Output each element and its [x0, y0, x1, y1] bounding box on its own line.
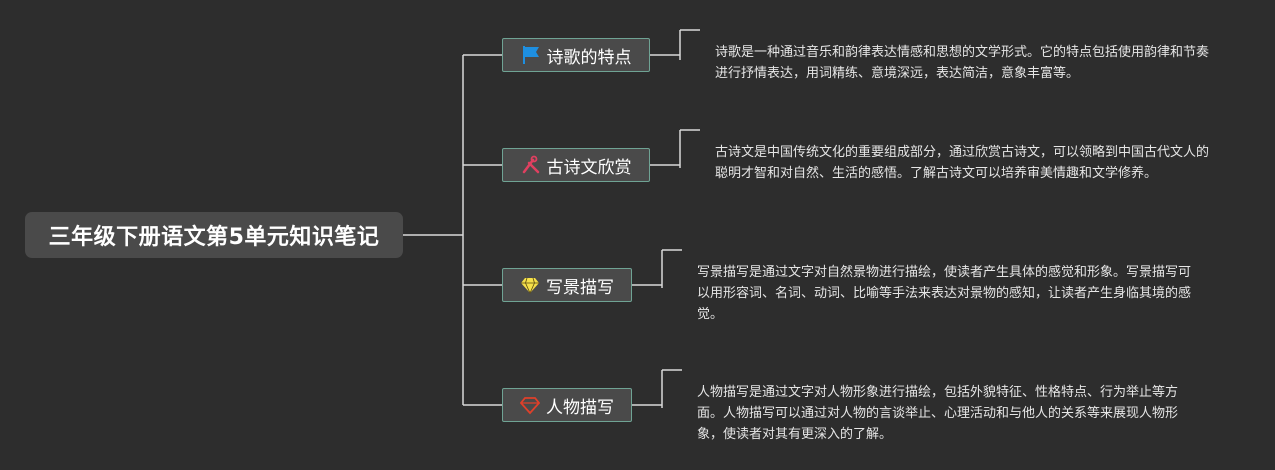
- root-node[interactable]: 三年级下册语文第5单元知识笔记: [25, 212, 403, 258]
- note-bracket-4: [632, 369, 682, 408]
- branch-label: 写景描写: [546, 277, 614, 298]
- diamond-icon: [520, 275, 540, 295]
- branch-label: 人物描写: [546, 397, 614, 418]
- branch-note-3: 写景描写是通过文字对自然景物进行描绘，使读者产生具体的感觉和形象。写景描写可以用…: [697, 265, 1192, 322]
- branch-note-4: 人物描写是通过文字对人物形象进行描绘，包括外貌特征、性格特点、行为举止等方面。人…: [697, 385, 1179, 442]
- branch-node-poetry-features[interactable]: 诗歌的特点: [502, 38, 650, 72]
- branch-note-1: 诗歌是一种通过音乐和韵律表达情感和思想的文学形式。它的特点包括使用韵律和节奏进行…: [715, 45, 1210, 81]
- note-bracket-1: [650, 29, 700, 60]
- note-bracket-2: [650, 129, 700, 168]
- root-title: 三年级下册语文第5单元知识笔记: [48, 225, 380, 250]
- tools-icon: [521, 155, 541, 175]
- heart-diamond-icon: [520, 395, 540, 415]
- note-bracket-3: [632, 249, 682, 288]
- flag-icon: [521, 45, 541, 65]
- branch-label: 诗歌的特点: [546, 47, 632, 68]
- branch-node-character-description[interactable]: 人物描写: [502, 388, 632, 422]
- branch-note-2: 古诗文是中国传统文化的重要组成部分，通过欣赏古诗文，可以领略到中国古代文人的聪明…: [715, 145, 1210, 181]
- branch-node-scenery-description[interactable]: 写景描写: [502, 268, 632, 302]
- branch-node-classical-poetry[interactable]: 古诗文欣赏: [502, 148, 650, 182]
- branch-label: 古诗文欣赏: [546, 157, 632, 178]
